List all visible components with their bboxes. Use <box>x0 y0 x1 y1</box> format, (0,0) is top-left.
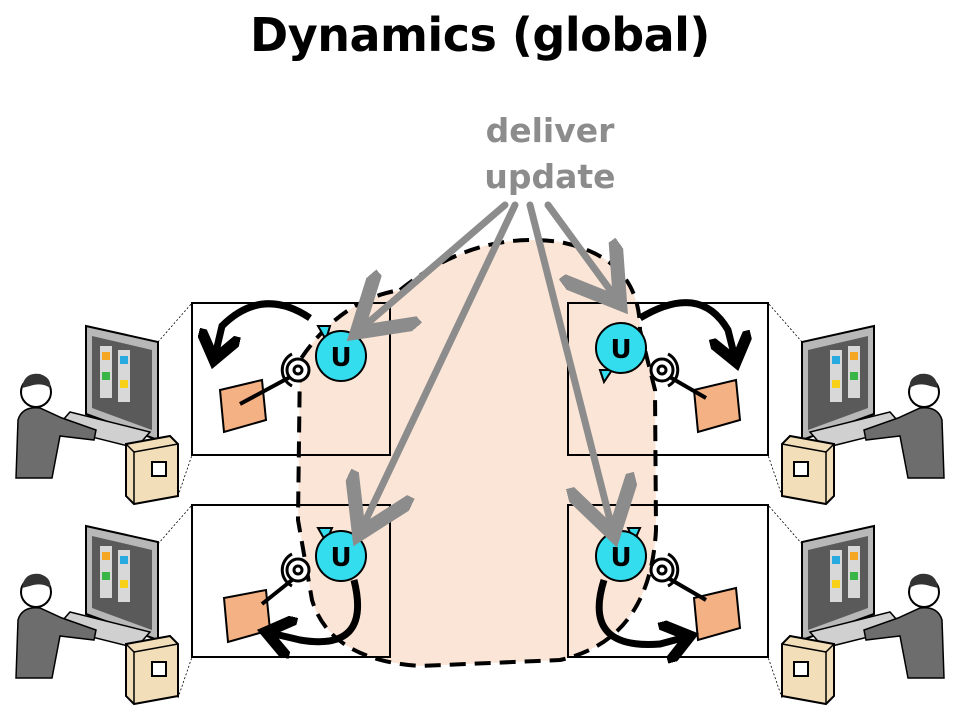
update-marker-bottom-left: U <box>315 530 367 582</box>
update-marker-label: U <box>610 335 631 365</box>
update-marker-top-left: U <box>315 330 367 382</box>
update-marker-label: U <box>330 343 351 373</box>
user-at-computer-icon <box>15 325 179 505</box>
user-at-computer-icon <box>781 325 945 505</box>
user-at-computer-icon <box>15 525 179 705</box>
user-at-computer-icon <box>781 525 945 705</box>
deliver-label-line2: update <box>484 157 616 196</box>
replica-content-top-left <box>214 300 332 434</box>
connector-lines <box>157 302 803 699</box>
delivery-arrows <box>362 201 616 528</box>
replica-panel-top-left <box>191 302 391 456</box>
deliver-label-line1: deliver <box>485 111 615 150</box>
replica-content-top-right <box>598 299 740 434</box>
page-title: Dynamics (global) <box>250 8 710 62</box>
replica-content-bottom-left <box>222 527 361 642</box>
update-marker-top-right: U <box>595 322 647 374</box>
update-marker-label: U <box>610 543 631 573</box>
update-marker-label: U <box>330 543 351 573</box>
update-marker-bottom-right: U <box>595 530 647 582</box>
deliver-update-label: deliver update <box>455 108 645 200</box>
